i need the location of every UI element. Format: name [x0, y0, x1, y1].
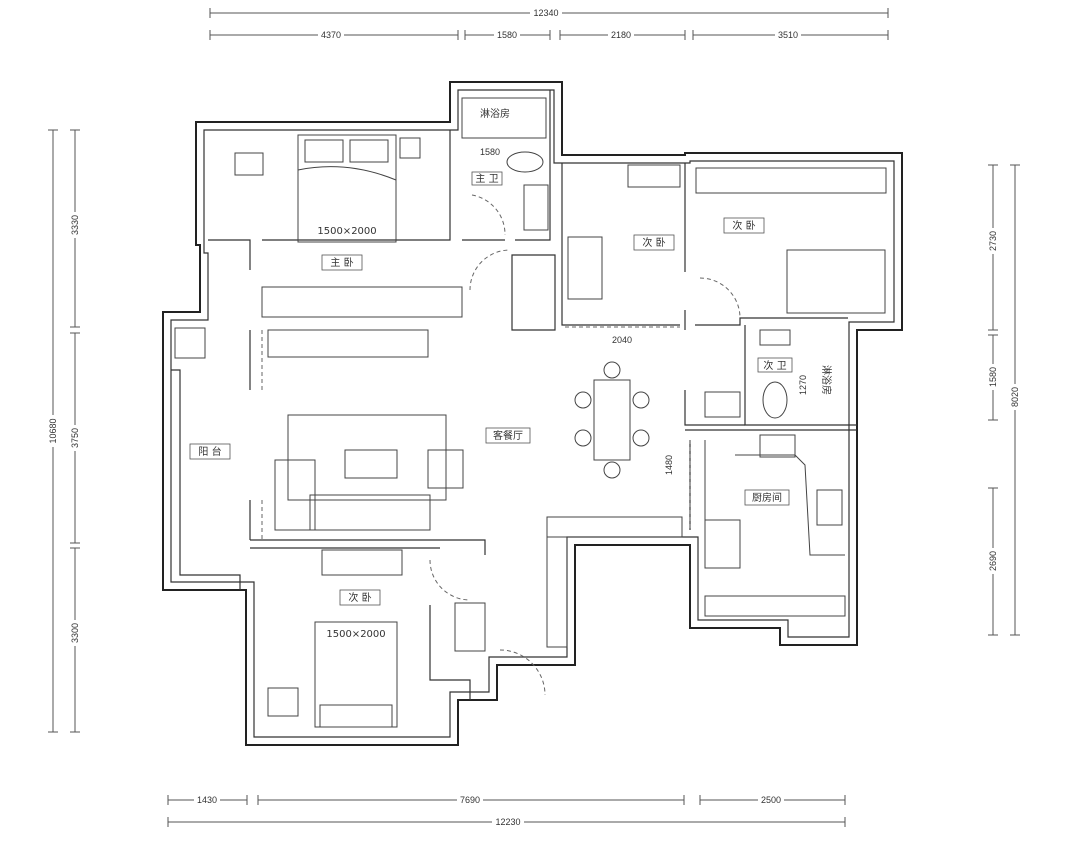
dim-right-total: 8020: [1010, 387, 1020, 407]
label-master-bed-size: 1500×2000: [317, 226, 376, 237]
kitchen-counter: [704, 595, 846, 617]
master-bed: [297, 134, 397, 243]
shower-bottom: [454, 602, 486, 652]
sink-icon: [704, 391, 741, 418]
dim-left-total: 10680: [48, 418, 58, 443]
master-shower: [461, 97, 547, 139]
dim-left-3: 3300: [70, 623, 80, 643]
doors: [261, 194, 741, 696]
room-labels: 主 卧 1500×2000 淋浴房 1580 主 卫 次 卧 次 卧 2040 …: [189, 107, 833, 640]
kitchen-sink: [759, 434, 796, 458]
dim-left-1: 3330: [70, 215, 80, 235]
label-corridor-width: 2040: [612, 335, 632, 345]
sink-icon: [523, 184, 549, 231]
toilet-icon: [762, 381, 788, 419]
dim-top-4: 3510: [778, 30, 798, 40]
label-bedroom-right: 次 卧: [732, 219, 755, 232]
label-second-bath: 次 卫: [763, 359, 786, 372]
desk: [627, 164, 681, 188]
wardrobe: [261, 286, 463, 318]
label-master-bath: 主 卫: [475, 173, 498, 185]
dim-top-total: 12340: [533, 8, 558, 18]
tv-cabinet: [267, 329, 429, 358]
walls: [162, 81, 903, 746]
washer-icon: [174, 327, 206, 359]
label-master-shower: 淋浴房: [480, 107, 510, 120]
toilet-icon: [506, 151, 544, 173]
bed-right: [786, 249, 886, 314]
label-master-bedroom: 主 卧: [330, 256, 353, 269]
dim-right-2: 1580: [988, 367, 998, 387]
label-master-bath-width: 1580: [480, 147, 500, 157]
label-second-shower: 淋浴房: [820, 365, 833, 395]
dim-right-3: 2690: [988, 551, 998, 571]
label-kitchen-door: 1480: [664, 455, 674, 475]
kitchen-cabinet-row: [546, 516, 683, 538]
stove-icon: [704, 519, 741, 569]
dimension-lines: 12340 4370 1580 2180 3510 1430 7690 2500…: [47, 7, 1021, 828]
dim-bottom-total: 12230: [495, 817, 520, 827]
coffee-table: [344, 449, 398, 479]
label-bottom-bed-size: 1500×2000: [326, 629, 385, 640]
dim-bottom-3: 2500: [761, 795, 781, 805]
label-living-dining: 客餐厅: [493, 429, 523, 442]
dim-top-1: 4370: [321, 30, 341, 40]
wardrobe-right: [695, 167, 887, 194]
chair-icon: [267, 687, 299, 717]
dim-top-3: 2180: [611, 30, 631, 40]
dining-table: [593, 379, 631, 461]
label-bedroom-bottom: 次 卧: [348, 591, 371, 604]
label-bedroom-mid: 次 卧: [642, 236, 665, 249]
label-balcony: 阳 台: [198, 445, 221, 458]
label-kitchen: 厨房间: [752, 491, 782, 504]
dim-bottom-2: 7690: [460, 795, 480, 805]
sofa-area: [287, 414, 447, 501]
furniture: [174, 97, 887, 728]
chair-icon: [234, 152, 264, 176]
sofa-chair: [567, 236, 603, 300]
label-second-bath-width: 1270: [798, 375, 808, 395]
armchair: [427, 449, 464, 489]
dim-top-2: 1580: [497, 30, 517, 40]
dim-bottom-1: 1430: [197, 795, 217, 805]
dim-right-1: 2730: [988, 231, 998, 251]
dim-left-2: 3750: [70, 428, 80, 448]
